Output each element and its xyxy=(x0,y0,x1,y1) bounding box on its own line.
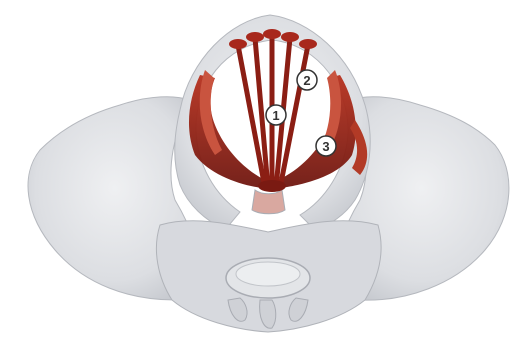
label-2-text: 2 xyxy=(303,73,310,88)
vertebra-disc xyxy=(236,262,300,286)
perineal-body xyxy=(258,180,286,192)
label-2-marker: 2 xyxy=(297,70,317,90)
label-1-marker: 1 xyxy=(266,105,286,125)
label-1-text: 1 xyxy=(272,108,279,123)
label-3-text: 3 xyxy=(322,139,329,154)
coccyx-bone xyxy=(252,190,285,214)
label-3-marker: 3 xyxy=(316,136,336,156)
